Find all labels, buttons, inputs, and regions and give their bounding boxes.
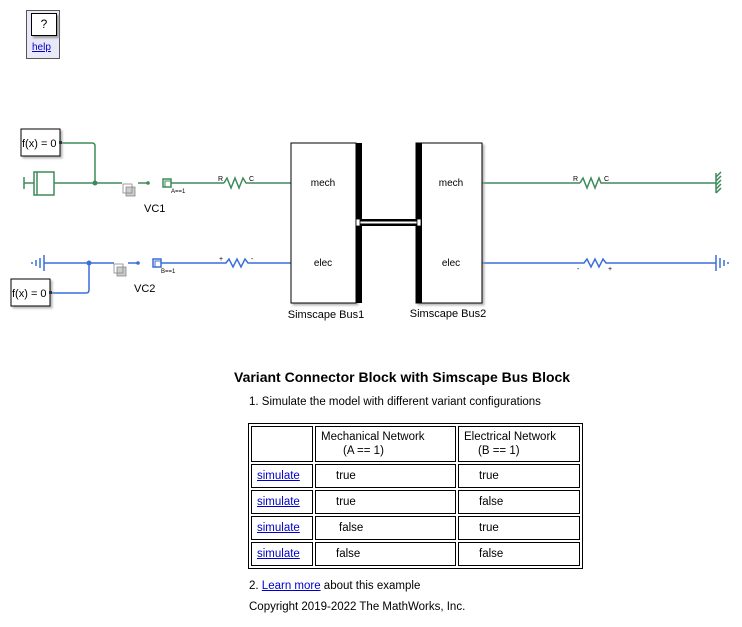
mech-value: true [315, 464, 456, 488]
elec-value: false [458, 542, 580, 566]
junction-dot [86, 260, 92, 266]
solver-configuration-1[interactable]: f(x) = 0 [20, 128, 62, 157]
vc2-condition: B==1 [161, 269, 176, 275]
step-2-text: 2. Learn more about this example [249, 580, 420, 592]
mechanical-ground-icon[interactable] [715, 171, 722, 194]
help-question-icon[interactable]: ? [31, 13, 57, 36]
mechanical-network [54, 142, 716, 184]
variant-connector-vc1[interactable]: A==1 VC1 [122, 178, 186, 215]
simulation-table: Mechanical Network (A == 1) Electrical N… [248, 423, 583, 569]
electrical-reference-left-icon[interactable] [31, 255, 45, 271]
header-electrical-line1: Electrical Network [464, 431, 557, 443]
bus2-label: Simscape Bus2 [410, 308, 486, 320]
simulate-link[interactable]: simulate [257, 522, 300, 534]
variant-connector-vc2[interactable]: B==1 VC2 [113, 258, 176, 295]
port-label-r: R [573, 176, 578, 183]
bus1-port-elec: elec [314, 258, 332, 269]
elec-value: false [458, 490, 580, 514]
simulate-link[interactable]: simulate [257, 496, 300, 508]
resistor-right-icon[interactable]: - + [577, 257, 612, 273]
junction-dot [146, 181, 150, 185]
step-1-text: 1. Simulate the model with different var… [249, 396, 541, 408]
learn-more-link[interactable]: Learn more [261, 580, 321, 592]
step-2-suffix: about this example [320, 580, 421, 592]
junction-dot [92, 180, 98, 186]
vc2-label: VC2 [134, 283, 155, 295]
annotation-title: Variant Connector Block with Simscape Bu… [234, 369, 571, 385]
solver-2-label: f(x) = 0 [12, 288, 47, 300]
simulate-link[interactable]: simulate [257, 548, 300, 560]
table-row: simulate false true [251, 516, 580, 540]
simscape-bus-1[interactable]: mech elec Simscape Bus1 [288, 142, 364, 321]
port-label-plus: + [219, 256, 223, 263]
mass-icon[interactable] [23, 171, 55, 196]
elec-value: true [458, 464, 580, 488]
table-row: simulate true true [251, 464, 580, 488]
help-block[interactable]: ? help [26, 10, 60, 59]
port-label-c: C [604, 176, 609, 183]
header-electrical-line2: (B == 1) [478, 445, 520, 457]
solver-configuration-2[interactable]: f(x) = 0 [10, 278, 52, 307]
mech-value: false [315, 542, 456, 566]
model-diagram: R C R C A==1 VC1 [10, 128, 729, 321]
mechanical-damper-left-icon[interactable]: R C [218, 175, 254, 191]
bus1-label: Simscape Bus1 [288, 309, 364, 321]
vc1-label: VC1 [144, 203, 165, 215]
simulate-link[interactable]: simulate [257, 470, 300, 482]
header-mechanical-line1: Mechanical Network [321, 431, 425, 443]
table-row: simulate true false [251, 490, 580, 514]
connection-line[interactable] [61, 142, 96, 183]
port-label-r: R [218, 176, 223, 183]
port-label-c: C [249, 176, 254, 183]
header-mechanical-line2: (A == 1) [343, 445, 384, 457]
port-label-minus: - [577, 266, 580, 273]
port-label-minus: - [251, 256, 254, 263]
mechanical-damper-right-icon[interactable]: R C [573, 175, 609, 191]
bus1-port-mech: mech [311, 178, 335, 189]
table-row: simulate false false [251, 542, 580, 566]
mech-value: false [315, 516, 456, 540]
resistor-left-icon[interactable]: + - [219, 256, 254, 269]
header-mechanical: Mechanical Network (A == 1) [315, 426, 456, 462]
step-2-prefix: 2. [249, 580, 262, 592]
mech-value: true [315, 490, 456, 514]
elec-value: true [458, 516, 580, 540]
electrical-reference-right-icon[interactable] [715, 255, 729, 271]
connection-line[interactable] [51, 263, 90, 294]
vc1-condition: A==1 [171, 189, 186, 195]
bus2-port-elec: elec [442, 258, 460, 269]
bus-connection-line[interactable] [355, 218, 422, 227]
electrical-network [44, 262, 716, 294]
bus2-port-mech: mech [439, 178, 463, 189]
table-header-row: Mechanical Network (A == 1) Electrical N… [251, 426, 580, 462]
solver-1-label: f(x) = 0 [22, 138, 57, 150]
port-label-plus: + [608, 266, 612, 273]
header-electrical: Electrical Network (B == 1) [458, 426, 580, 462]
simscape-bus-2[interactable]: mech elec Simscape Bus2 [410, 142, 486, 320]
junction-dot [136, 261, 140, 265]
help-link[interactable]: help [32, 42, 51, 53]
copyright-text: Copyright 2019-2022 The MathWorks, Inc. [249, 601, 466, 613]
header-empty-cell [251, 426, 313, 462]
